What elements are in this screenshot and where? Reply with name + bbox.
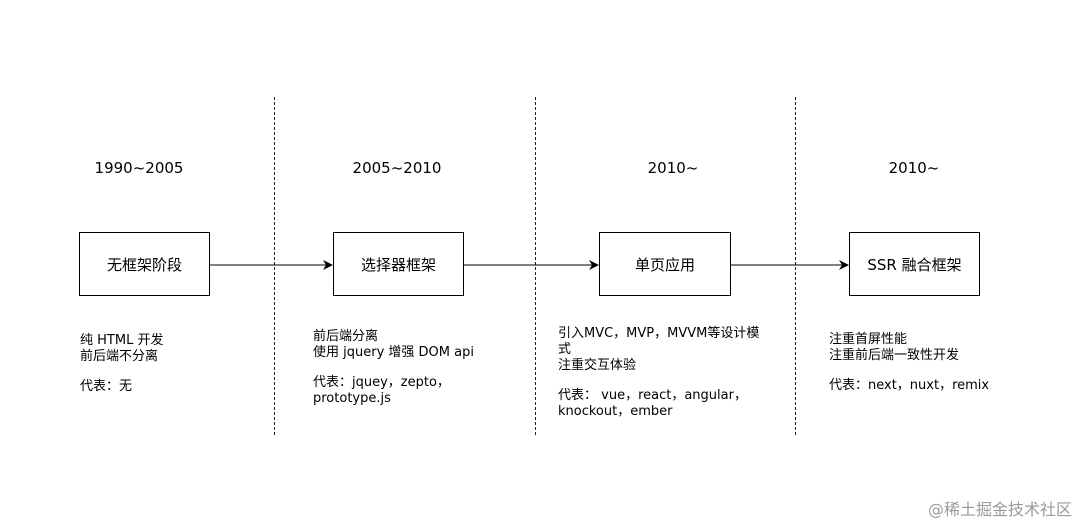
column-divider-1 xyxy=(274,97,275,435)
stage-4-feature: 注重首屏性能 xyxy=(829,332,908,347)
stage-2-examples: prototype.js xyxy=(313,391,391,406)
stage-1-box: 无框架阶段 xyxy=(79,232,210,296)
stage-2-description: 前后端分离 使用 jquery 增强 DOM api 代表：jquey，zept… xyxy=(313,329,474,407)
stage-3-examples: 代表： vue，react，angular， xyxy=(558,388,747,403)
stage-1-description: 纯 HTML 开发 前后端不分离 代表：无 xyxy=(80,333,163,395)
stage-1-examples: 代表：无 xyxy=(80,379,133,394)
stage-3-feature: 引入MVC，MVP，MVVM等设计模 xyxy=(558,326,760,341)
stage-4-feature: 注重前后端一致性开发 xyxy=(829,348,960,363)
stage-4-period: 2010~ xyxy=(888,159,940,177)
watermark: @稀土掘金技术社区 xyxy=(927,500,1072,519)
stage-1-feature: 前后端不分离 xyxy=(80,349,159,364)
stage-3-box: 单页应用 xyxy=(599,232,731,296)
stage-3-feature: 注重交互体验 xyxy=(558,358,637,373)
stage-3-examples: knockout，ember xyxy=(558,404,673,419)
stage-4-description: 注重首屏性能 注重前后端一致性开发 代表：next，nuxt，remix xyxy=(829,332,989,394)
stage-2-feature: 使用 jquery 增强 DOM api xyxy=(313,345,474,360)
stage-2-examples: 代表：jquey，zepto， xyxy=(313,375,450,390)
stage-1-feature: 纯 HTML 开发 xyxy=(80,333,164,348)
stage-2-period: 2005~2010 xyxy=(352,159,442,177)
stage-4-box: SSR 融合框架 xyxy=(849,232,980,296)
column-divider-3 xyxy=(795,97,796,435)
stage-2-feature: 前后端分离 xyxy=(313,329,379,344)
stage-3-feature: 式 xyxy=(558,342,572,357)
stage-3-period: 2010~ xyxy=(647,159,699,177)
stage-1-period: 1990~2005 xyxy=(94,159,184,177)
column-divider-2 xyxy=(535,97,536,435)
stage-4-examples: 代表：next，nuxt，remix xyxy=(829,378,990,393)
stage-3-description: 引入MVC，MVP，MVVM等设计模 式 注重交互体验 代表： vue，reac… xyxy=(558,326,759,420)
stage-2-box: 选择器框架 xyxy=(333,232,464,296)
